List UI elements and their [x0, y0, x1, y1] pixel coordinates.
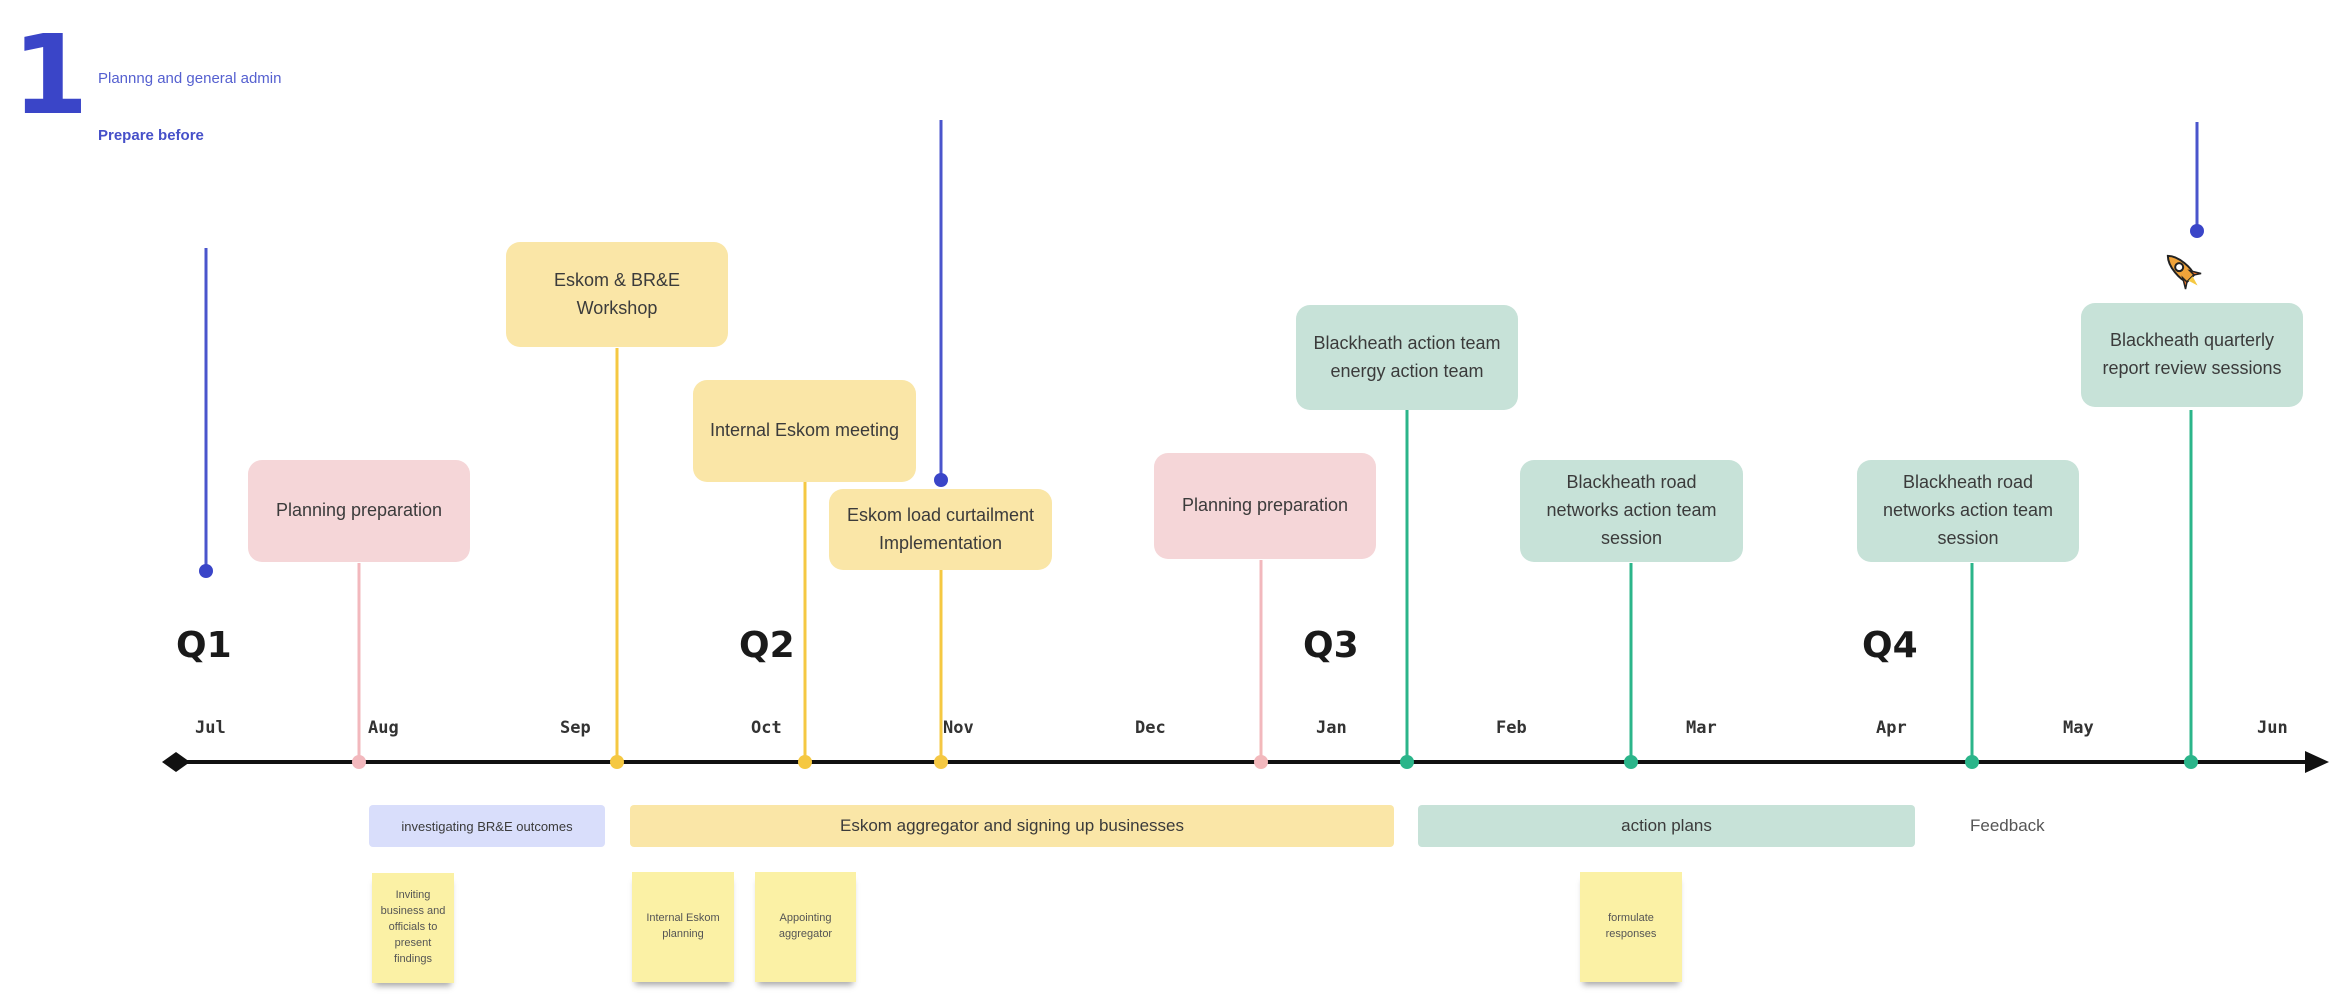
month-label: Apr — [1876, 718, 1907, 738]
month-label: Jun — [2257, 718, 2288, 738]
quarter-label-q1: Q1 — [176, 625, 232, 666]
timeline-dot — [934, 755, 948, 769]
quarter-label-q2: Q2 — [739, 625, 795, 666]
event-card-planning-preparation[interactable]: Planning preparation — [248, 460, 470, 562]
month-label: Dec — [1135, 718, 1166, 738]
event-card-planning-preparation-2[interactable]: Planning preparation — [1154, 453, 1376, 559]
timeline-dot — [798, 755, 812, 769]
marker-dot-may — [2190, 224, 2204, 238]
event-card-blackheath-quarterly-review[interactable]: Blackheath quarterly report review sessi… — [2081, 303, 2303, 407]
event-card-blackheath-energy-team[interactable]: Blackheath action team energy action tea… — [1296, 305, 1518, 410]
timeline-dot — [610, 755, 624, 769]
month-label: Feb — [1496, 718, 1527, 738]
section-subtitle: Plannng and general admin — [98, 70, 282, 87]
sticky-note-formulate-responses[interactable]: formulate responses — [1580, 872, 1682, 982]
event-card-blackheath-road-networks[interactable]: Blackheath road networks action team ses… — [1520, 460, 1743, 562]
timeline-dot — [1400, 755, 1414, 769]
bar-eskom-aggregator[interactable]: Eskom aggregator and signing up business… — [630, 805, 1394, 847]
event-card-eskom-bre-workshop[interactable]: Eskom & BR&E Workshop — [506, 242, 728, 347]
month-label: Oct — [751, 718, 782, 738]
rocket-icon — [2166, 254, 2202, 290]
month-label: Mar — [1686, 718, 1717, 738]
section-number: 1 — [12, 11, 89, 139]
quarter-label-q4: Q4 — [1862, 625, 1918, 666]
timeline-dot — [352, 755, 366, 769]
month-label: Aug — [368, 718, 399, 738]
feedback-label: Feedback — [1970, 816, 2045, 835]
event-card-blackheath-road-networks-2[interactable]: Blackheath road networks action team ses… — [1857, 460, 2079, 562]
event-card-internal-eskom-meeting[interactable]: Internal Eskom meeting — [693, 380, 916, 482]
timeline-dot — [2184, 755, 2198, 769]
month-label: Sep — [560, 718, 591, 738]
bar-investigating-bre-outcomes[interactable]: investigating BR&E outcomes — [369, 805, 605, 847]
quarter-label-q3: Q3 — [1303, 625, 1359, 666]
prepare-before-label: Prepare before — [98, 127, 204, 144]
month-label: Jul — [195, 718, 226, 738]
timeline-arrow-head — [2305, 751, 2329, 773]
marker-dot-start — [199, 564, 213, 578]
sticky-note-appointing-aggregator[interactable]: Appointing aggregator — [755, 872, 856, 982]
sticky-note-internal-eskom-planning[interactable]: Internal Eskom planning — [632, 872, 734, 982]
month-label: Jan — [1316, 718, 1347, 738]
event-card-eskom-load-curtailment[interactable]: Eskom load curtailment Implementation — [829, 489, 1052, 570]
month-label: Nov — [943, 718, 974, 738]
sticky-note-inviting-business[interactable]: Inviting business and officials to prese… — [372, 873, 454, 983]
timeline-dot — [1254, 755, 1268, 769]
month-label: May — [2063, 718, 2094, 738]
bar-action-plans[interactable]: action plans — [1418, 805, 1915, 847]
marker-dot-nov — [934, 473, 948, 487]
timeline-dot — [1624, 755, 1638, 769]
timeline-dot — [1965, 755, 1979, 769]
timeline-start-diamond — [162, 752, 190, 772]
